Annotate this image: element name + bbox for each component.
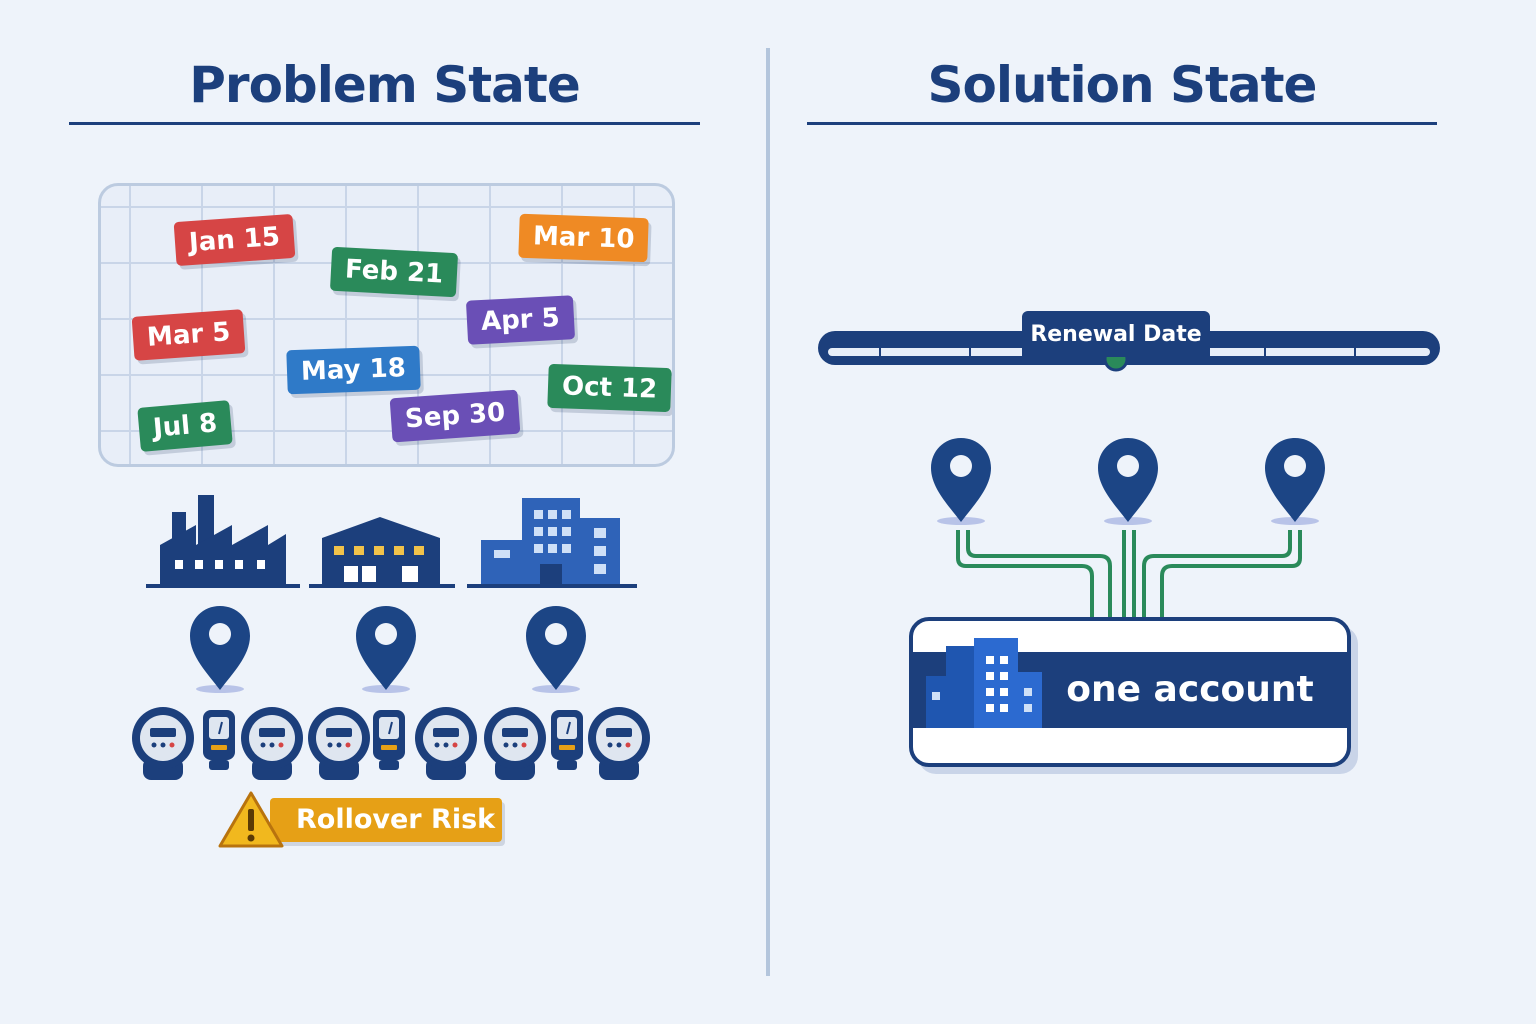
factory-icon: [146, 495, 300, 588]
location-pin-icon: [1098, 438, 1158, 525]
panel-divider: [766, 48, 770, 976]
location-pin-icon: [526, 606, 586, 693]
office-building-icon: [467, 498, 637, 588]
calendar-grid: Jan 15 Feb 21 Mar 10 Mar 5 Apr 5 May 18 …: [98, 183, 675, 467]
connection-lines: [956, 530, 1302, 620]
solution-title-underline: [807, 122, 1437, 125]
rollover-risk-label: Rollover Risk: [296, 804, 496, 835]
one-account-label: one account: [1066, 669, 1314, 710]
renewal-date-label: Renewal Date: [1022, 311, 1210, 357]
rollover-risk-bar: [270, 798, 502, 842]
problem-title-underline: [69, 122, 700, 125]
warning-icon: [218, 791, 284, 848]
warehouse-icon: [309, 517, 455, 588]
location-pin-icon: [1265, 438, 1325, 525]
location-pin-icon: [190, 606, 250, 693]
solution-state-title: Solution State: [927, 56, 1318, 114]
problem-state-title: Problem State: [189, 56, 580, 114]
rollover-risk-warning: Rollover Risk: [218, 790, 508, 850]
location-pin-icon: [356, 606, 416, 693]
office-building-icon: [926, 638, 1042, 728]
location-pin-icon: [931, 438, 991, 525]
